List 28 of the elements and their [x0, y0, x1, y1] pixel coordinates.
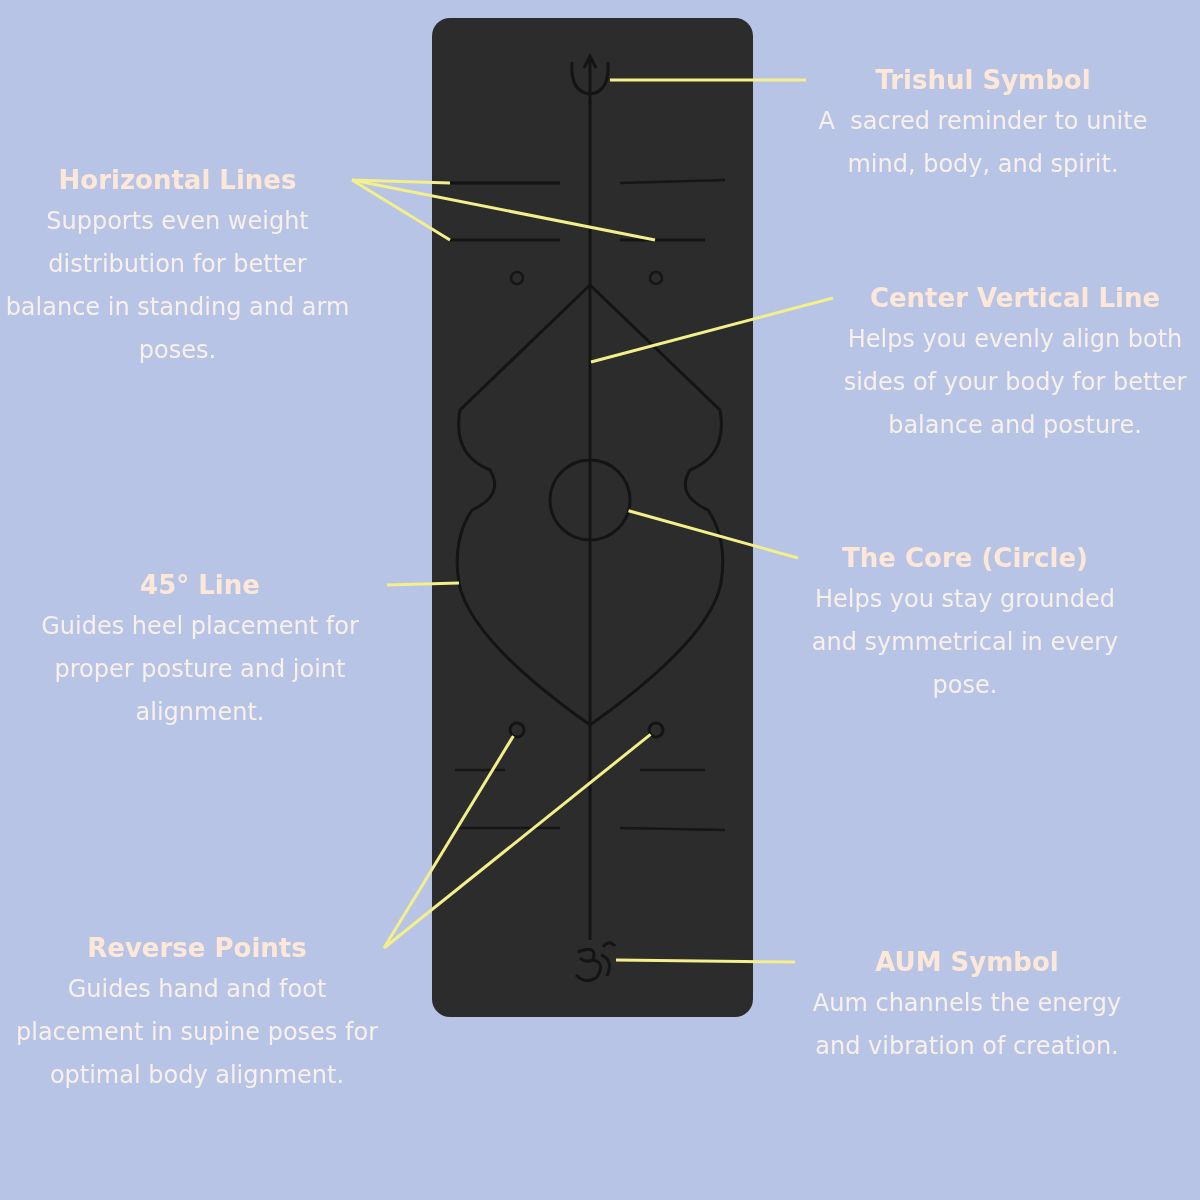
callout-text: Aum channels the energy and vibration of creation. [811, 988, 1123, 1062]
callout-heading: Trishul Symbol [875, 64, 1091, 97]
callout-text: Supports even weight distribution for better balance in standing and arm poses. [5, 206, 350, 366]
leader-line [383, 733, 652, 950]
leader-line [382, 735, 515, 949]
callout-heading: Reverse Points [87, 932, 307, 965]
callout-text: A sacred reminder to unite mind, body, and spirit. [817, 106, 1149, 180]
callout-text: Helps you evenly align both sides of your body for better balance and posture. [842, 324, 1188, 441]
callout-text: Guides hand and foot placement in supine poses for optimal body alignment. [15, 974, 379, 1091]
callout-text: Helps you stay grounded and symmetrical in every pose. [810, 584, 1120, 701]
callout-heading: 45° Line [140, 569, 260, 602]
dot-mark [647, 721, 665, 739]
dot-mark [508, 721, 526, 739]
leader-line [628, 509, 799, 560]
circle-mark [548, 458, 632, 542]
callout-heading: Center Vertical Line [869, 282, 1161, 315]
callout-heading: Horizontal Lines [58, 164, 297, 197]
callout-heading: AUM Symbol [875, 946, 1059, 979]
leader-line [610, 78, 806, 82]
alignment-line [620, 238, 705, 242]
leader-line [590, 296, 834, 364]
callout-text: Guides heel placement for proper posture and joint alignment. [40, 611, 360, 728]
aum-icon [574, 941, 617, 983]
diamond-outline [455, 283, 725, 727]
leader-line [386, 581, 460, 587]
callout-heading: The Core (Circle) [842, 542, 1088, 575]
leader-line [351, 178, 451, 185]
leader-line [616, 958, 795, 964]
